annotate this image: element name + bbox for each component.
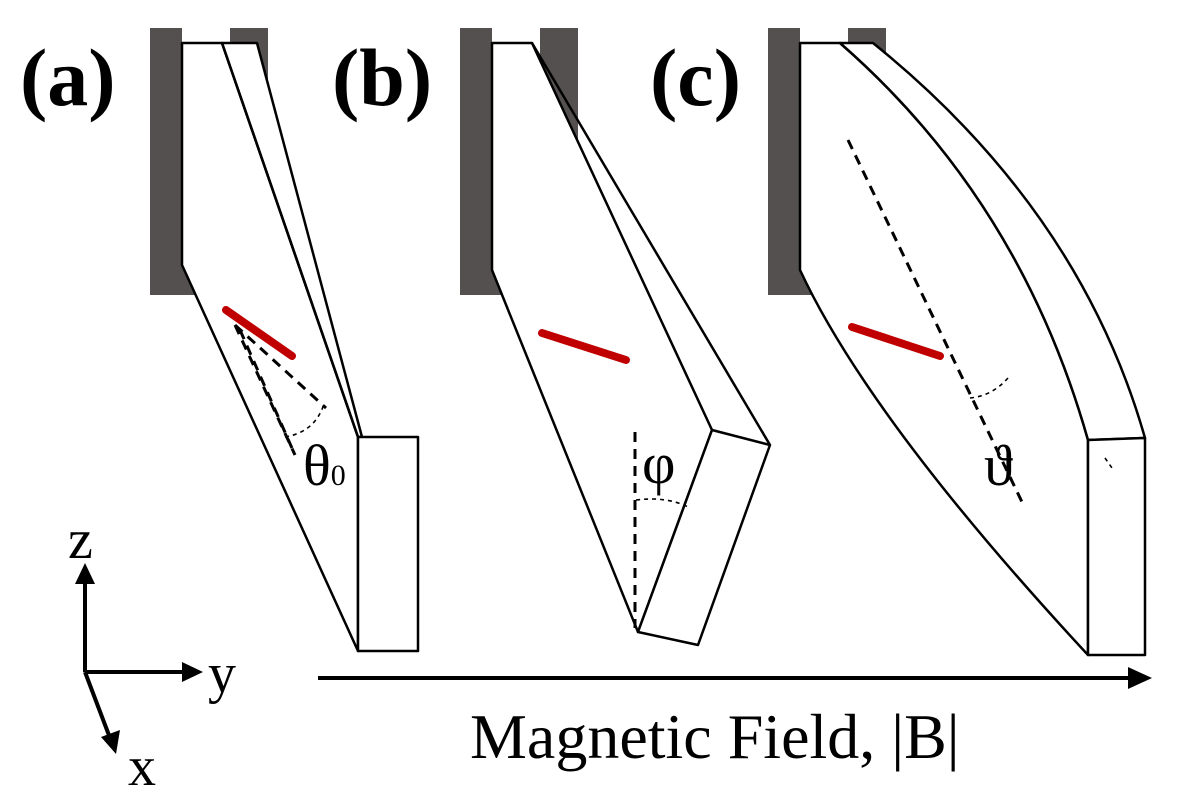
cantilever-edge-b [530,42,772,446]
x-axis-label: x [128,736,156,797]
magnetic-field-arrow: Magnetic Field, |B| [318,667,1152,772]
angle-ray-a [233,323,328,456]
panel-b: φ (b) [332,28,772,647]
panel-a: θ0 (a) [20,28,420,653]
x-arrowhead [101,730,120,754]
angle-label-vartheta: ϑ [984,433,1013,498]
field-arrowhead [1128,667,1152,689]
cantilever-end-face-a [356,435,420,653]
magnetic-needle-b [538,329,630,364]
coordinate-axes: z y x [68,509,236,797]
z-axis-label: z [68,509,93,571]
y-arrowhead [182,662,203,682]
cantilever-end-face-c [1086,436,1147,657]
cantilever-edge-a [220,42,360,438]
angle-arc-b [635,498,691,509]
angle-arc-a [284,403,325,438]
y-axis-label: y [208,643,236,705]
magnetic-needle-a [222,306,296,360]
angle-label-theta0: θ0 [303,433,346,498]
panel-label-b: (b) [332,32,432,123]
cantilever-end-face-b [636,428,772,647]
z-arrowhead [75,563,95,584]
magnetic-needle-c [848,323,944,360]
x-axis [83,671,112,739]
angle-arc-c [969,377,1009,399]
panel-label-a: (a) [20,32,116,123]
panel-label-c: (c) [650,32,741,123]
angle-label-phi: φ [642,431,675,496]
end-tick-c [1104,457,1113,469]
panel-c: ϑ (c) [650,28,1147,657]
magnetic-field-label: Magnetic Field, |B| [470,701,960,772]
